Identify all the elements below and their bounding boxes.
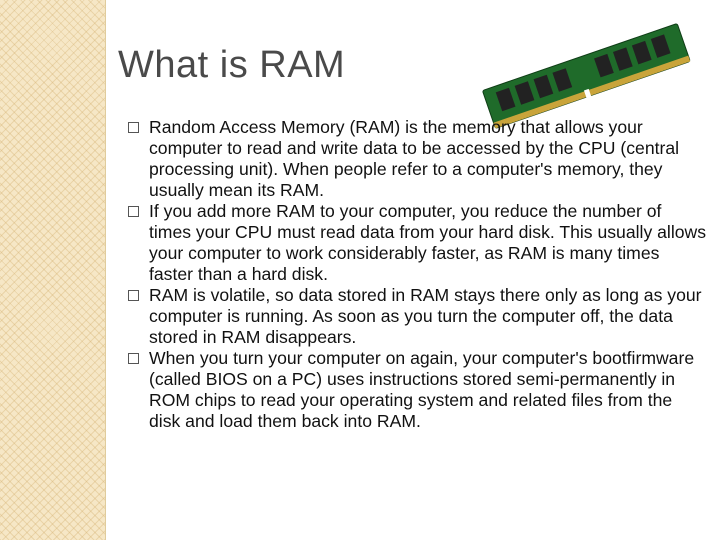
bullet-marker-icon <box>128 290 139 301</box>
bullet-text: Random Access Memory (RAM) is the memory… <box>149 117 680 200</box>
bullet-item: RAM is volatile, so data stored in RAM s… <box>128 285 708 348</box>
ram-module-image <box>482 23 691 129</box>
bullet-list: Random Access Memory (RAM) is the memory… <box>128 117 708 432</box>
bullet-marker-icon <box>128 122 139 133</box>
decorative-divider <box>105 0 106 540</box>
bullet-marker-icon <box>128 353 139 364</box>
bullet-text: If you add more RAM to your computer, yo… <box>149 201 707 284</box>
decorative-left-band <box>0 0 105 540</box>
bullet-text: RAM is volatile, so data stored in RAM s… <box>149 285 702 347</box>
bullet-item: When you turn your computer on again, yo… <box>128 348 708 432</box>
bullet-item: If you add more RAM to your computer, yo… <box>128 201 708 285</box>
bullet-text: When you turn your computer on again, yo… <box>149 348 695 431</box>
slide-title: What is RAM <box>118 44 346 86</box>
bullet-item: Random Access Memory (RAM) is the memory… <box>128 117 708 201</box>
bullet-marker-icon <box>128 206 139 217</box>
